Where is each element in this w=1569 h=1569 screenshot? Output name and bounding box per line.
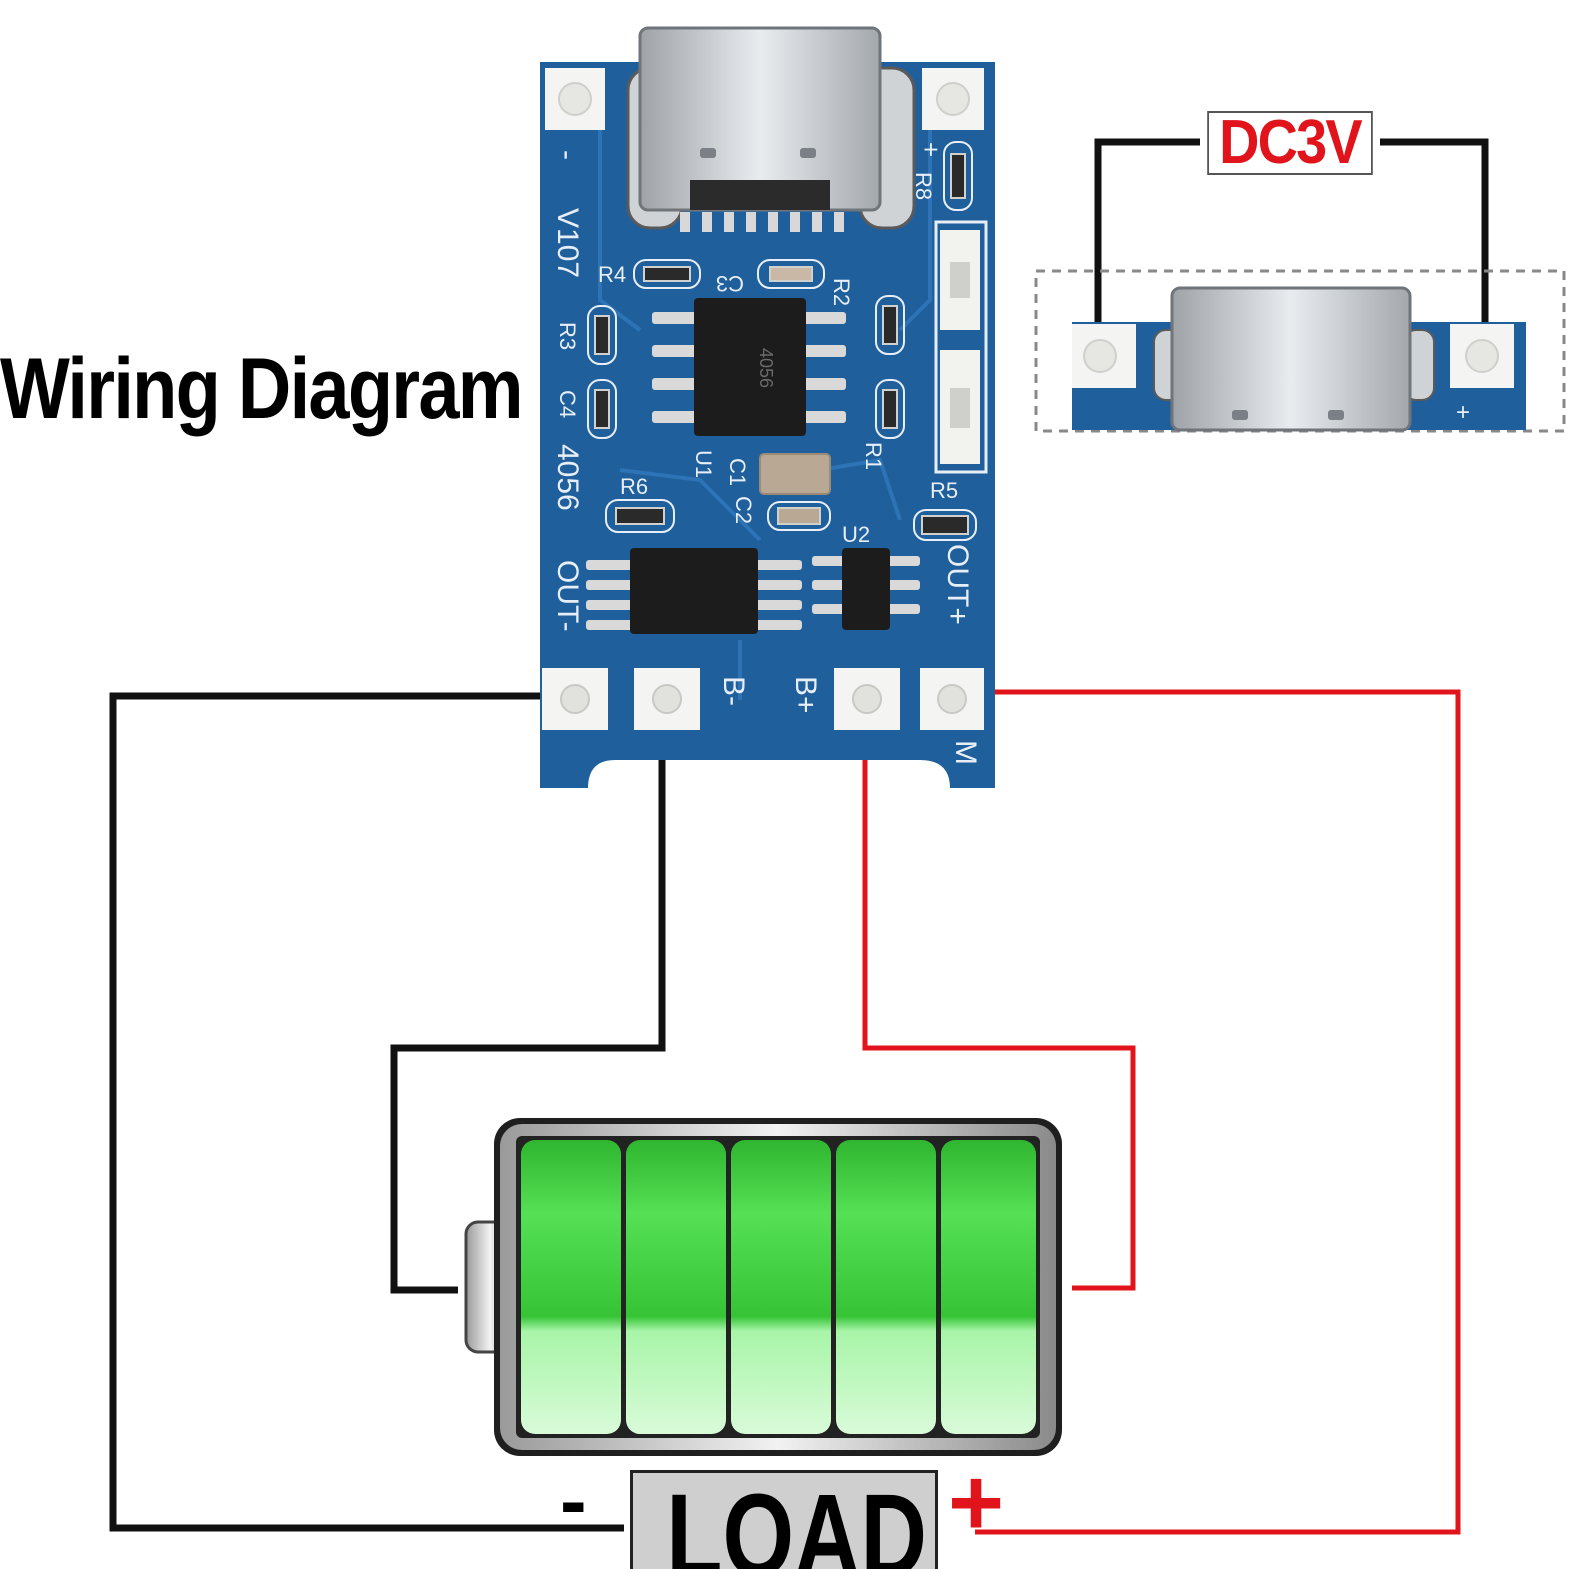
wire-out-minus bbox=[109, 692, 624, 1532]
page-title: Wiring Diagram bbox=[0, 341, 524, 437]
passive-components bbox=[587, 141, 977, 541]
usb-c-connector-icon bbox=[626, 26, 916, 232]
mosfet-chip-icon bbox=[812, 548, 920, 630]
inset-plus-mark: + bbox=[1456, 399, 1470, 426]
protection-chip-icon bbox=[586, 548, 802, 634]
load-negative-sign: - bbox=[560, 1456, 587, 1545]
wire-b-plus bbox=[862, 698, 1136, 1291]
silk-c1: C1 bbox=[725, 458, 750, 486]
led-indicators bbox=[934, 220, 988, 474]
silk-edge-minus: - bbox=[551, 150, 584, 160]
silk-r5: R5 bbox=[930, 478, 958, 503]
silk-u1: U1 bbox=[691, 450, 716, 478]
load-box: LOAD bbox=[630, 1470, 938, 1569]
wire-dc-plus bbox=[1380, 138, 1489, 362]
silk-r3: R3 bbox=[555, 322, 580, 350]
inset-usb-closeup: + bbox=[1034, 269, 1566, 433]
silk-edge-plus: + bbox=[916, 142, 946, 157]
silk-model-4056: 4056 bbox=[551, 444, 584, 511]
dc-voltage-label: DC3V bbox=[1207, 111, 1373, 175]
ic-chip-icon: 4056 bbox=[652, 298, 846, 436]
silk-r6: R6 bbox=[620, 474, 648, 499]
silk-out-minus: OUT- bbox=[551, 560, 584, 632]
chip-marking: 4056 bbox=[756, 348, 776, 388]
silk-c2: C2 bbox=[731, 496, 756, 524]
silk-model-v107: V107 bbox=[551, 208, 584, 278]
silk-r8: R8 bbox=[911, 172, 936, 200]
silk-c3: C3 bbox=[716, 271, 744, 296]
output-pads bbox=[542, 668, 984, 730]
silk-u2: U2 bbox=[842, 522, 870, 547]
silk-out-plus: OUT+ bbox=[941, 544, 974, 625]
wire-out-plus bbox=[955, 689, 1461, 1535]
silk-c4: C4 bbox=[555, 390, 580, 418]
load-label: LOAD bbox=[666, 1470, 927, 1569]
wires bbox=[109, 138, 1489, 1535]
silk-m: M bbox=[949, 740, 982, 765]
silk-b-plus: B+ bbox=[789, 676, 822, 714]
wire-dc-minus bbox=[1094, 138, 1200, 360]
pcb-traces bbox=[598, 120, 932, 700]
wire-b-minus bbox=[390, 698, 666, 1294]
battery-icon bbox=[464, 1118, 1062, 1456]
charger-board: 4056 bbox=[540, 26, 995, 788]
load-positive-sign: + bbox=[948, 1449, 1005, 1556]
silk-r2: R2 bbox=[829, 278, 854, 306]
battery-cells bbox=[521, 1140, 1036, 1434]
silk-r1: R1 bbox=[861, 442, 886, 470]
silk-r4: R4 bbox=[598, 262, 626, 287]
silk-b-minus: B- bbox=[717, 676, 750, 706]
silkscreen: - V107 4056 OUT- B- B+ OUT+ M + R4 C3 R2… bbox=[551, 142, 982, 765]
